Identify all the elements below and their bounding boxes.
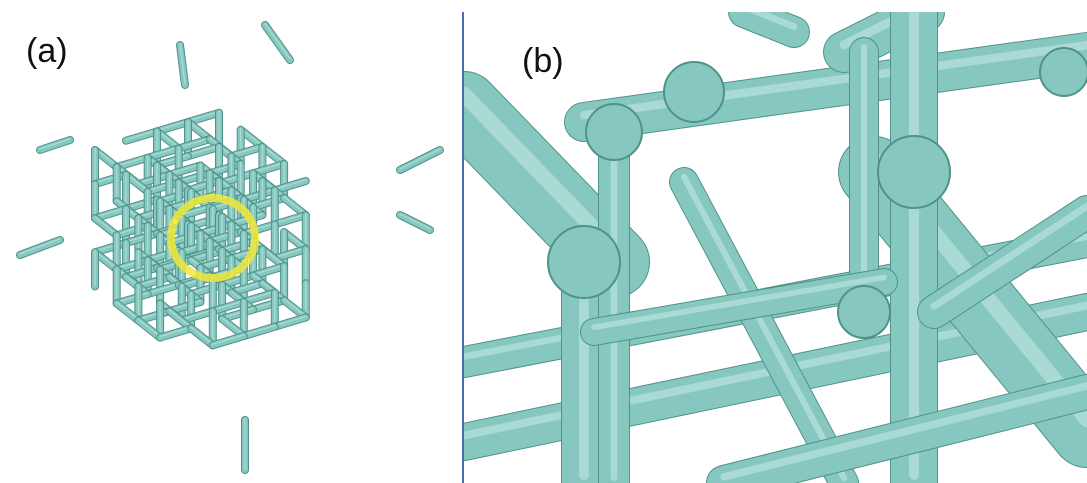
strut (143, 178, 183, 196)
strut (91, 204, 130, 223)
strut (143, 280, 183, 299)
strut (205, 159, 245, 178)
lattice-closeup (464, 12, 1087, 483)
strut (153, 118, 192, 136)
strut (187, 280, 227, 299)
closeup-strut (728, 12, 810, 48)
strut-node (585, 103, 643, 161)
strut-node (663, 61, 725, 123)
strut (112, 221, 152, 240)
closeup-strut (917, 195, 1087, 329)
strut (134, 307, 174, 325)
strut (91, 170, 130, 189)
strut (174, 169, 214, 187)
panel-a: (a) (0, 0, 462, 483)
strut-stub (36, 136, 74, 154)
strut-stub (261, 21, 294, 64)
panel-divider (462, 12, 464, 483)
strut (122, 195, 161, 213)
strut (218, 271, 258, 289)
strut (165, 297, 205, 316)
strut (122, 229, 161, 247)
strut-stub (176, 41, 189, 89)
strut (196, 254, 236, 272)
strut-node (837, 285, 891, 339)
strut-stub (396, 146, 444, 174)
strut (177, 307, 217, 325)
strut (249, 194, 289, 212)
strut (187, 324, 217, 350)
strut (218, 237, 258, 255)
lattice-overview (16, 21, 444, 474)
strut (112, 290, 152, 308)
strut (239, 288, 279, 306)
strut (184, 142, 223, 161)
strut-stub (396, 211, 434, 234)
strut (156, 324, 196, 342)
strut (227, 142, 267, 161)
strut (208, 297, 248, 316)
strut-stub (16, 236, 64, 259)
strut (112, 153, 152, 172)
highlight-ring-icon (167, 194, 259, 282)
strut (239, 220, 279, 238)
strut (227, 279, 267, 297)
strut (153, 152, 192, 170)
strut (91, 239, 130, 257)
strut (239, 322, 279, 340)
strut (174, 135, 214, 153)
strut (270, 245, 310, 263)
strut (134, 273, 174, 291)
strut (112, 299, 143, 325)
panel-b: (b) (464, 12, 1087, 483)
strut (122, 263, 161, 282)
strut (134, 316, 165, 342)
strut-node (1039, 47, 1087, 97)
panel-a-label: (a) (26, 32, 68, 70)
strut (270, 177, 310, 195)
strut (184, 108, 223, 127)
strut (122, 127, 161, 145)
strut (270, 313, 310, 331)
strut-node (877, 135, 951, 209)
strut (143, 144, 183, 162)
closeup-strut (580, 268, 898, 346)
strut-node (547, 225, 621, 299)
strut (218, 305, 258, 323)
strut (165, 161, 205, 179)
strut (249, 159, 289, 178)
strut (91, 214, 121, 240)
closeup-strut (706, 374, 1087, 483)
panel-b-label: (b) (516, 40, 570, 82)
strut (270, 211, 310, 229)
strut (112, 256, 152, 274)
strut (249, 296, 289, 314)
strut (249, 262, 289, 280)
strut (208, 332, 248, 350)
closeup-strut (669, 167, 859, 483)
